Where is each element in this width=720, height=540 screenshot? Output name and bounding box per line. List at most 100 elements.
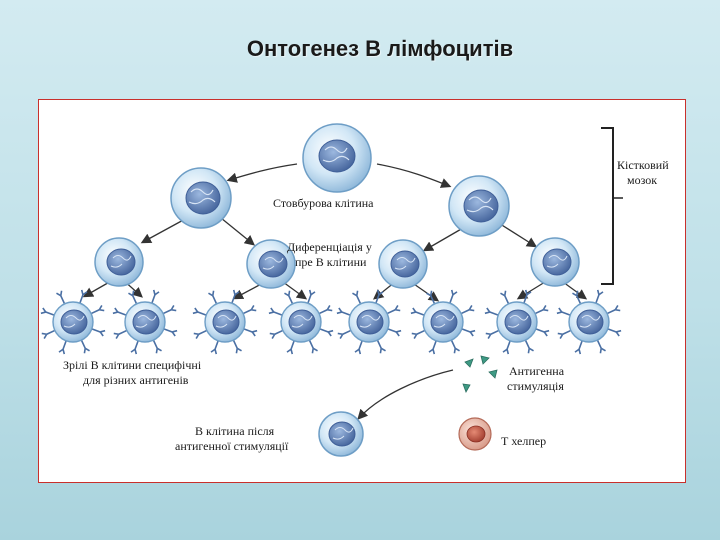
stem-cell-right (448, 175, 510, 237)
bone-marrow-bracket (601, 127, 614, 285)
chromatin (433, 315, 455, 328)
chromatin (359, 315, 381, 328)
b-cell-receptor-arm (396, 329, 402, 333)
b-cell-receptor-arm (500, 292, 506, 297)
b-cell-receptor-arm (290, 349, 294, 355)
b-cell-receptor-arm (192, 311, 198, 315)
b-cell-receptor-arm (252, 329, 258, 333)
label-bone-marrow-1: Кістковий (617, 158, 669, 172)
mature-b-cell (556, 289, 622, 355)
arrow-right-to-preb-3 (422, 227, 464, 252)
b-cell-receptor-arm (62, 349, 66, 355)
b-cell-receptor (117, 311, 127, 316)
arrow-preb4-to-mature7 (516, 281, 546, 300)
b-cell-receptor (243, 328, 253, 333)
b-cell-receptor (578, 340, 583, 350)
b-cell-receptor (162, 309, 172, 315)
b-cell-receptor (490, 329, 500, 335)
b-cell-receptor (308, 339, 314, 349)
b-cell-receptor-arm (40, 311, 46, 315)
b-cell-receptor (415, 311, 425, 316)
b-cell-receptor-arm (450, 289, 454, 295)
b-cell-receptor-arm (596, 289, 600, 295)
b-cell-receptor (450, 339, 456, 349)
b-cell-receptor (506, 340, 511, 350)
b-cell-receptor-arm (339, 333, 344, 339)
b-cell-receptor-arm (358, 349, 362, 355)
b-cell-receptor (290, 340, 295, 350)
b-cell-receptor-arm (84, 347, 90, 352)
b-cell-receptor (489, 311, 499, 316)
b-cell-receptor (461, 328, 471, 333)
b-cell-receptor-arm (100, 329, 106, 333)
mature-b-cell (40, 289, 106, 355)
b-cell-receptor (198, 329, 208, 335)
b-cell-receptor-arm (352, 292, 358, 297)
b-cell-receptor-arm (559, 333, 564, 339)
b-cell-receptor-arm (98, 305, 103, 311)
b-cell-receptor-arm (250, 305, 255, 311)
b-cell-receptor (607, 328, 617, 333)
label-after-1: В клітина після (195, 424, 275, 438)
b-cell-receptor (460, 309, 470, 315)
b-cell-receptor-arm (236, 347, 242, 352)
b-cell-receptor (534, 309, 544, 315)
b-cell-receptor-arm (380, 347, 386, 352)
b-cell-receptor-arm (432, 349, 436, 355)
b-cell-receptor-arm (394, 305, 399, 311)
b-cell-receptor-arm (454, 347, 460, 352)
mature-b-cell (192, 289, 258, 355)
arrow-preb2-to-mature4 (282, 281, 308, 300)
b-cell-receptor-arm (172, 329, 178, 333)
label-differentiation-2: пре В клітини (295, 255, 367, 269)
antigen-triangle (488, 369, 498, 379)
b-cell-receptor-arm (410, 311, 416, 315)
cell-nucleus (288, 309, 316, 335)
stem-cell (302, 123, 372, 193)
b-cell-receptor-arm (542, 305, 547, 311)
b-cell-receptor-arm (156, 347, 162, 352)
cell-nucleus (212, 309, 240, 335)
chromatin (63, 315, 85, 328)
b-cell-receptor-arm (484, 311, 490, 315)
b-cell-receptor-arm (336, 311, 342, 315)
arrow-stem-to-right (376, 163, 452, 188)
antigens (462, 355, 498, 393)
cell-nucleus (356, 309, 384, 335)
b-cell-receptor (449, 294, 454, 304)
b-cell-receptor (273, 311, 283, 316)
b-cell-receptor-arm (170, 305, 175, 311)
b-cell-receptor-arm (544, 329, 550, 333)
b-cell-receptor (242, 309, 252, 315)
b-cell-receptor (91, 328, 101, 333)
label-stem-cell: Стовбурова клітина (273, 196, 374, 210)
cell-nucleus (430, 309, 458, 335)
b-cell-receptor (341, 311, 351, 316)
b-cell-receptor (595, 294, 600, 304)
b-cell-receptor-arm (578, 349, 582, 355)
b-cell-receptor (45, 311, 55, 316)
b-cell-receptor (118, 329, 128, 335)
arrow-right-to-preb-4 (496, 221, 538, 248)
b-cell-receptor (416, 329, 426, 335)
b-cell-receptor (504, 295, 510, 305)
b-cell-receptor-arm (413, 333, 418, 339)
diagram-canvas (40, 123, 623, 457)
pre-b-cell-3 (378, 239, 428, 289)
label-t-helper: Т хелпер (501, 434, 547, 448)
cell-nucleus (504, 309, 532, 335)
b-cell-receptor (151, 294, 156, 304)
b-cell-receptor (576, 295, 582, 305)
mature-b-cell (268, 289, 334, 355)
label-antigen-1: Антигенна (509, 364, 565, 378)
b-cell-receptor-arm (426, 292, 432, 297)
pre-b-cell-2 (246, 239, 296, 289)
b-cell-receptor (60, 295, 66, 305)
mature-b-cell (484, 289, 550, 355)
b-cell-receptor-arm (528, 347, 534, 352)
b-cell-receptor (606, 309, 616, 315)
b-cell-receptor (214, 340, 219, 350)
arrow-preb4-to-mature8 (562, 281, 588, 300)
b-cell-receptor-arm (284, 292, 290, 297)
b-cell-receptor (197, 311, 207, 316)
